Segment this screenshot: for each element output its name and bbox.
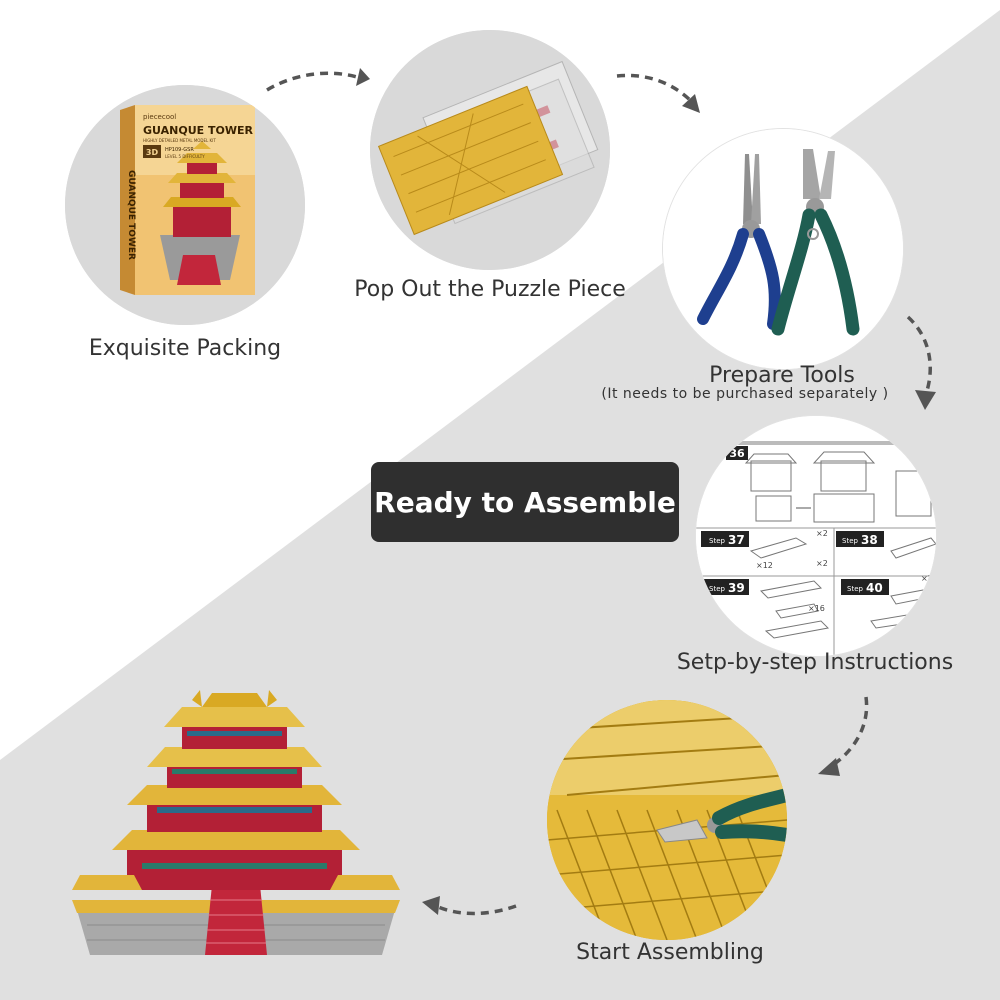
manual-qty-2a: ×2: [816, 559, 828, 568]
instructions-manual-image: 36 Step 37 Step 38 ×12 ×2 ×2 Step 39: [695, 415, 937, 657]
manual-step-39: 39: [728, 581, 745, 595]
dashed-arrow-icon: [422, 896, 517, 916]
box-3d-badge: 3D: [146, 148, 159, 157]
dashed-arrow-icon: [266, 68, 370, 92]
manual-qty-2c: ×2: [921, 574, 933, 583]
step-label-packing: Exquisite Packing: [88, 336, 282, 361]
tools-note: (It needs to be purchased separately ): [601, 386, 889, 402]
manual-step-word-37: Step: [709, 537, 725, 545]
metal-sheets-image: [370, 30, 610, 270]
box-level: LEVEL 5 DIFFICULTY: [165, 154, 205, 159]
box-brand: piececool: [143, 113, 176, 121]
manual-step-38: 38: [861, 533, 878, 547]
dashed-arrow-icon: [616, 73, 700, 113]
manual-qty-16: ×16: [808, 604, 825, 613]
step-label-assembling: Start Assembling: [576, 940, 764, 965]
step-label-instructions: Setp-by-step Instructions: [676, 650, 954, 675]
box-title: GUANQUE TOWER: [143, 124, 253, 137]
packing-box-image: GUANQUE TOWER piececool GUANQUE TOWER HI…: [65, 85, 305, 325]
box-model-no: HP109-GSR: [165, 147, 194, 153]
finished-tower-model: [72, 690, 400, 955]
step-label-pop-out: Pop Out the Puzzle Piece: [354, 277, 626, 302]
box-side-title: GUANQUE TOWER: [126, 170, 136, 260]
manual-qty-12: ×12: [756, 561, 773, 570]
assembling-image: [547, 700, 787, 940]
manual-step-word-38: Step: [842, 537, 858, 545]
manual-qty-2b: ×2: [816, 529, 828, 538]
manual-step-36: 36: [729, 447, 745, 460]
step-label-tools: Prepare Tools: [709, 363, 855, 388]
manual-step-word-40: Step: [847, 585, 863, 593]
ready-to-assemble-label: Ready to Assemble: [371, 462, 679, 542]
box-tagline: HIGHLY DETAILED METAL MODEL KIT: [143, 138, 216, 143]
pliers-tools-image: [662, 128, 904, 370]
manual-step-40: 40: [866, 581, 883, 595]
manual-step-37: 37: [728, 533, 745, 547]
manual-step-word-39: Step: [709, 585, 725, 593]
dashed-arrow-icon: [818, 696, 869, 776]
dashed-arrow-icon: [906, 315, 936, 410]
